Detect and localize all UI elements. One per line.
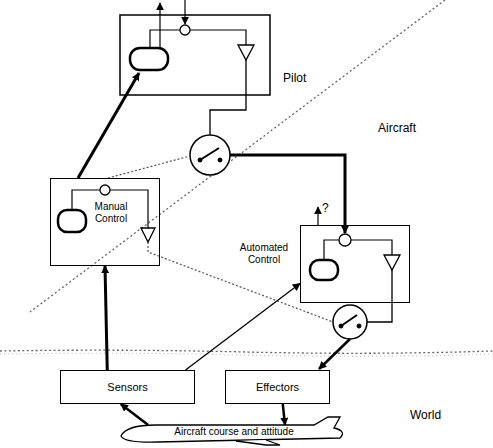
process-box: Sensors	[60, 370, 195, 404]
label-anchor: Pilot	[283, 68, 306, 86]
switch-contact	[218, 158, 222, 162]
switch-lever	[341, 315, 357, 326]
amplifier-symbol	[141, 228, 155, 242]
box-label: Aircraft course and attitude	[174, 426, 294, 438]
switch-symbol	[333, 305, 367, 339]
signal-wire	[210, 60, 246, 135]
boundary-line	[30, 0, 445, 312]
pilot-box	[120, 15, 270, 95]
label-anchor: Aircraft	[378, 118, 416, 136]
signal-arrow	[159, 3, 160, 48]
signal-arrow	[184, 0, 185, 24]
amplifier-symbol	[384, 255, 400, 270]
controller-symbol	[310, 260, 338, 280]
box-heading: Automated Control	[235, 242, 293, 265]
comparator-symbol	[180, 25, 190, 35]
connector-layer	[105, 266, 300, 425]
region-label: Pilot	[283, 71, 306, 85]
signal-wire	[324, 240, 339, 260]
controller-symbol	[58, 210, 86, 232]
switch-symbol	[190, 135, 230, 175]
region-label: World	[410, 408, 441, 422]
boundary-line	[0, 350, 493, 353]
signal-arrow	[317, 207, 318, 225]
signal-arrow	[230, 155, 345, 233]
aircraft-figure: Aircraft course and attitude	[118, 416, 350, 446]
amplifier-symbol	[238, 45, 254, 60]
static-drawing	[0, 0, 493, 369]
aircraft-fuselage	[121, 417, 342, 442]
signal-arrow	[78, 73, 139, 178]
comparator-symbol	[100, 185, 110, 195]
switch-contact	[357, 324, 361, 328]
region-label: Aircraft	[378, 121, 416, 135]
boundary-line	[0, 353, 493, 356]
signal-connector	[186, 284, 300, 371]
region-label: ?	[322, 201, 329, 215]
switch-lever	[200, 148, 219, 160]
box-label: Sensors	[107, 381, 147, 394]
signal-connector	[105, 266, 107, 370]
signal-wire	[108, 156, 190, 178]
box-label: Manual Control	[88, 201, 134, 224]
process-box: Effectors	[225, 370, 330, 404]
signal-wire	[351, 240, 392, 255]
signal-connector	[283, 404, 285, 425]
signal-wire	[190, 30, 246, 45]
signal-arrow	[319, 339, 350, 369]
control-box: Automated Control	[300, 225, 410, 303]
signal-wire	[148, 242, 333, 322]
signal-wire	[150, 30, 180, 48]
aircraft-wing	[236, 440, 280, 445]
comparator-symbol	[339, 234, 351, 246]
label-anchor: ?	[322, 198, 329, 216]
box-label: Effectors	[256, 381, 299, 394]
signal-wire	[367, 270, 392, 322]
control-box: Manual Control	[50, 178, 160, 266]
label-anchor: World	[410, 405, 441, 423]
signal-connector	[121, 404, 148, 425]
controller-symbol	[130, 48, 168, 70]
